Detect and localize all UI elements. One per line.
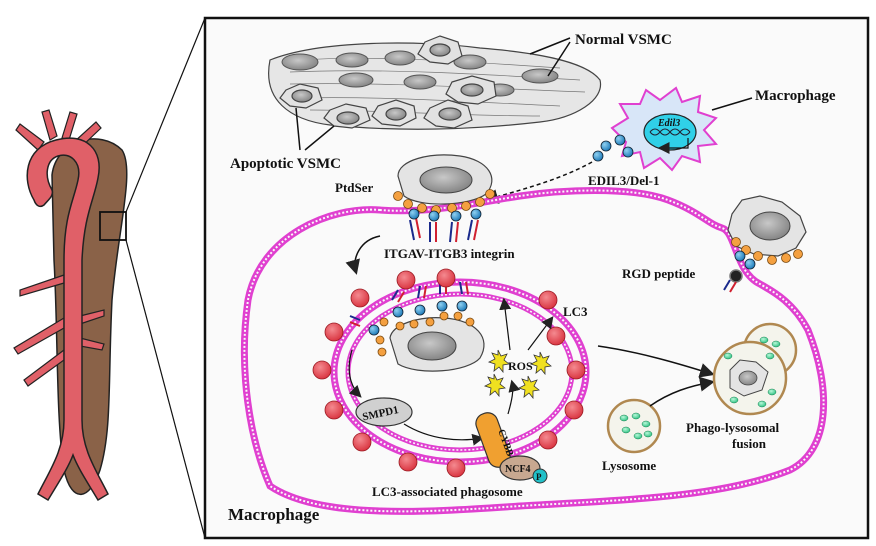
rgd-peptide-icon [729, 269, 743, 283]
label-lc3: LC3 [563, 304, 588, 319]
ptdser-dots-top [393, 189, 495, 215]
aorta-zoom-box [99, 211, 127, 241]
label-edil3-gene: Edil3 [657, 118, 680, 129]
ros-stars [483, 349, 552, 400]
lc3-dots [312, 268, 586, 478]
dna-helix-icon [649, 128, 691, 136]
path-arrow-to-cybb [403, 423, 485, 446]
label-ptdser: PtdSer [335, 180, 374, 195]
label-apoptotic-vsmc: Apoptotic VSMC [230, 156, 341, 172]
label-ncf4: NCF4 [505, 464, 531, 475]
label-lysosome: Lysosome [602, 458, 656, 473]
normal-vsmc-pointer-1 [529, 37, 571, 55]
label-macrophage-top: Macrophage [755, 88, 836, 104]
aorta-illustration [13, 17, 206, 539]
label-integrin: ITGAV-ITGB3 integrin [384, 246, 515, 261]
normal-vsmc-cluster [268, 35, 602, 130]
lc3-phagosome [330, 278, 590, 466]
label-phagosome: LC3-associated phagosome [372, 484, 523, 499]
cybb-complex: CYBB NCF4 P [475, 412, 548, 484]
arrow-phagosome-fusion [597, 345, 715, 378]
internalization-arrow [345, 235, 381, 275]
ros-arrow-lc3 [527, 316, 554, 351]
label-rgd-peptide: RGD peptide [622, 266, 696, 281]
transcription-arrow [657, 138, 689, 154]
label-phago-lysosomal-2: fusion [732, 436, 767, 451]
label-ros: ROS [508, 359, 533, 373]
engulfed-apoptotic-cell-top [397, 154, 493, 205]
rgd-blocked-cell [723, 195, 807, 293]
label-edil3-del1: EDIL3/Del-1 [588, 173, 660, 188]
label-normal-vsmc: Normal VSMC [575, 32, 672, 48]
path-arrow-to-smpd1 [348, 349, 362, 398]
path-arrow-to-ros [507, 379, 521, 415]
zoom-line-bottom [125, 239, 206, 539]
smpd1-enzyme [355, 397, 413, 427]
phago-lysosome [712, 322, 798, 416]
label-phospho: P [536, 472, 542, 482]
aorta-lumen [26, 137, 109, 502]
integrin-receptors-top [409, 217, 479, 243]
lysosome [606, 398, 662, 454]
arrow-lysosome-fusion [649, 376, 715, 407]
apoptotic-pointer-2 [304, 125, 335, 151]
aorta-branch-2 [41, 109, 58, 141]
apoptotic-pointer-1 [295, 107, 301, 151]
phospho-icon [532, 468, 548, 484]
label-macrophage-bottom: Macrophage [228, 505, 320, 524]
label-phago-lysosomal-1: Phago-lysosomal [686, 420, 780, 435]
ncf4-subunit [499, 455, 541, 481]
normal-vsmc-pointer-2 [547, 41, 571, 77]
ros-arrow-up [499, 297, 512, 351]
zoom-line-top [125, 17, 206, 213]
apoptotic-vsmc-small [279, 35, 497, 129]
aorta-branch-1 [15, 123, 45, 151]
secreting-macrophage: Edil3 [592, 86, 718, 172]
aorta-branch-3 [61, 111, 78, 141]
macrophage-top-pointer [711, 97, 753, 111]
edil3-proteins-top [408, 208, 482, 222]
